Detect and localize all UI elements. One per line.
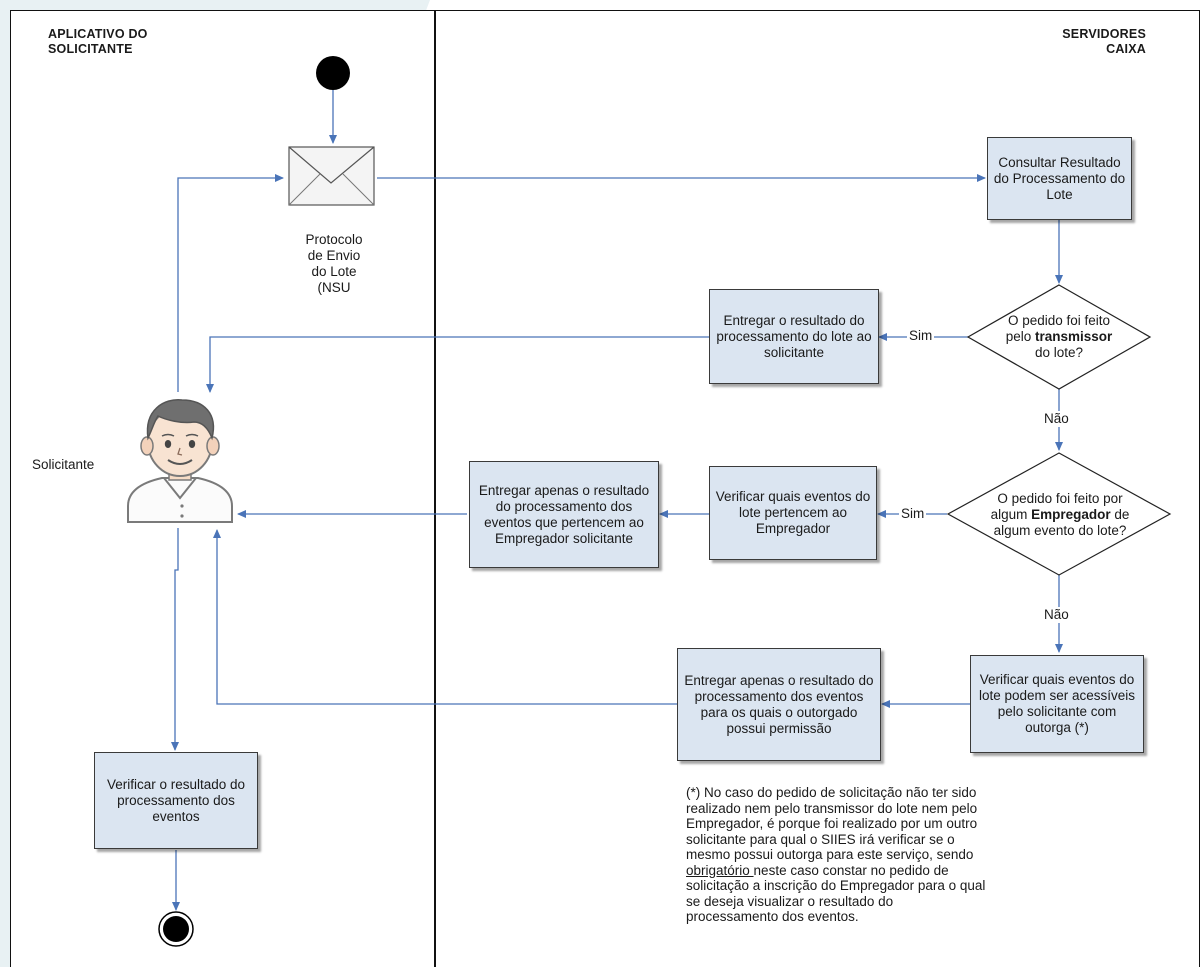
decision-text-bold: transmissor [1034, 329, 1113, 344]
entregar-empregador-box: Entregar apenas o resultado do processam… [469, 461, 659, 568]
edge-label-nao-1: Não [1042, 411, 1071, 427]
decision-text-part: algum [990, 507, 1032, 522]
footnote-text: (*) No caso do pedido de solicitação não… [686, 785, 978, 862]
lane-title-line: SOLICITANTE [48, 42, 133, 56]
entregar-outorga-box: Entregar apenas o resultado do processam… [677, 648, 881, 761]
verificar-resultado-box: Verificar o resultado do processamento d… [94, 752, 258, 849]
envelope-icon [288, 146, 375, 206]
end-node-core [163, 916, 189, 942]
entregar-resultado-text: Entregar o resultado do processamento do… [716, 312, 872, 360]
verificar-empregador-box: Verificar quais eventos do lote pertence… [709, 466, 877, 560]
lane-title-line: APLICATIVO DO [48, 27, 148, 41]
consultar-resultado-box: Consultar Resultado do Processamento do … [987, 137, 1132, 220]
decision-line: O pedido foi feito [1007, 313, 1111, 328]
lane-title-servidores: SERVIDORES CAIXA [1000, 27, 1146, 57]
start-node [316, 56, 350, 90]
footnote-underlined-text: obrigatório [686, 862, 754, 878]
solicitante-label: Solicitante [32, 457, 95, 472]
lane-title-line: CAIXA [1106, 42, 1146, 56]
envelope-label: Protocolo de Envio do Lote (NSU [297, 232, 371, 296]
envelope-label-line: de Envio [307, 248, 361, 263]
user-avatar-icon [127, 399, 233, 523]
decision-line: algum Empregador de [991, 507, 1130, 523]
decision-text-part: pelo [1005, 329, 1035, 344]
decision-transmissor-text: O pedido foi feito pelo transmissor do l… [978, 304, 1140, 370]
edge-label-nao-2: Não [1042, 607, 1071, 623]
decision-line: pelo transmissor [1006, 329, 1113, 345]
lane-divider [434, 10, 436, 967]
lane-title-solicitante: APLICATIVO DO SOLICITANTE [48, 27, 148, 57]
decision-text-bold: Empregador [1031, 507, 1111, 522]
verificar-outorga-text: Verificar quais eventos do lote podem se… [978, 672, 1136, 735]
arrow-entregar-to-user [206, 336, 709, 393]
decision-empregador-text: O pedido foi feito por algum Empregador … [960, 482, 1160, 548]
entregar-empregador-text: Entregar apenas o resultado do processam… [478, 482, 650, 546]
decision-empregador-diamond [946, 452, 1172, 576]
verificar-resultado-text: Verificar o resultado do processamento d… [106, 776, 246, 824]
decision-line: do lote? [1034, 345, 1084, 360]
arrow-user-to-envelope [177, 174, 284, 392]
entregar-resultado-box: Entregar o resultado do processamento do… [709, 289, 879, 384]
arrow-user-to-verificar-resultado [171, 528, 179, 751]
edge-label-sim-1: Sim [907, 328, 935, 344]
decision-line: O pedido foi feito por [997, 491, 1123, 506]
verificar-empregador-text: Verificar quais eventos do lote pertence… [715, 489, 871, 536]
envelope-label-line: do Lote [311, 264, 357, 279]
decision-line: algum evento do lote? [993, 523, 1127, 538]
entregar-outorga-text: Entregar apenas o resultado do processam… [684, 672, 874, 736]
footnote: (*) No caso do pedido de solicitação não… [686, 785, 986, 925]
envelope-label-line: (NSU [317, 280, 351, 295]
decision-text-part: de [1110, 507, 1130, 522]
decision-transmissor-diamond [966, 284, 1152, 390]
arrow-entregar-outorga-to-user [213, 529, 679, 705]
verificar-outorga-box: Verificar quais eventos do lote podem se… [970, 655, 1144, 753]
footnote-text: neste caso constar no pedido de solicita… [686, 862, 986, 925]
consultar-resultado-text: Consultar Resultado do Processamento do … [993, 154, 1126, 202]
edge-label-sim-2: Sim [899, 506, 927, 522]
lane-title-line: SERVIDORES [1062, 27, 1146, 41]
envelope-label-line: Protocolo [305, 232, 363, 247]
